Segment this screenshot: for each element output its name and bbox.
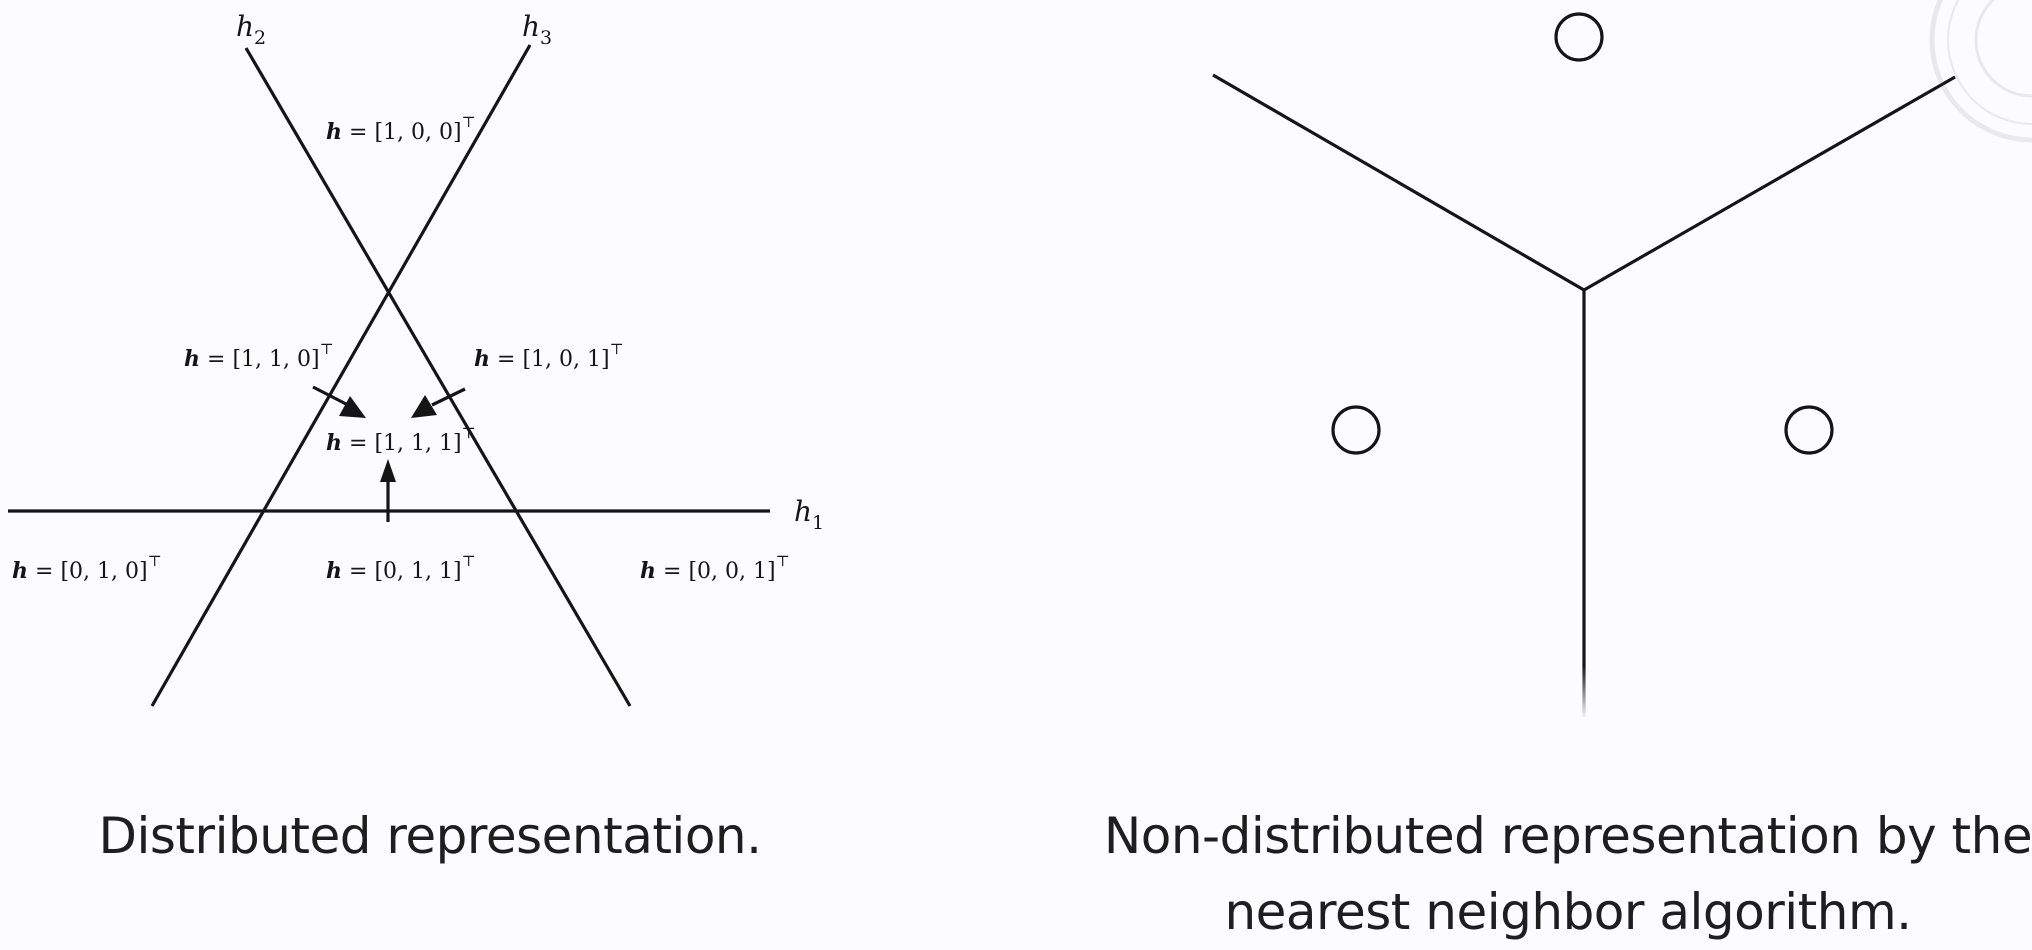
label-h2: h2 — [236, 10, 266, 49]
region-label-001: h = [0, 0, 1]⊤ — [640, 552, 790, 584]
boundary-left — [1212, 73, 1585, 292]
hyperplane-h2 — [244, 47, 632, 707]
region-label-110: h = [1, 1, 0]⊤ — [184, 340, 334, 372]
region-labels: h = [1, 0, 0]⊤ h = [1, 1, 0]⊤ h = [1, 0,… — [12, 113, 790, 584]
label-h3: h3 — [522, 10, 552, 49]
arrow-from-r011 — [380, 459, 396, 522]
prototype-point — [1331, 405, 1381, 455]
nearest-neighbor-diagram — [1212, 12, 1956, 717]
hyperplane-h3 — [150, 44, 532, 707]
prototype-point — [1554, 12, 1604, 62]
boundary-right — [1583, 75, 1956, 292]
region-label-010: h = [0, 1, 0]⊤ — [12, 552, 162, 584]
prototype-point — [1784, 405, 1834, 455]
boundary-vertical — [1582, 289, 1586, 717]
arrow-from-r101 — [411, 387, 466, 418]
region-label-100: h = [1, 0, 0]⊤ — [326, 113, 476, 145]
distributed-representation-diagram: h1 h2 h3 h = [1, 0, 0]⊤ h = [1, 1, 0]⊤ h… — [8, 10, 824, 707]
caption-distributed: Distributed representation. — [98, 807, 762, 865]
caption-nearest-neighbor: Non-distributed representation by the ne… — [1103, 807, 2032, 941]
arrow-from-r110 — [312, 385, 366, 418]
region-label-101: h = [1, 0, 1]⊤ — [474, 340, 624, 372]
region-label-011: h = [0, 1, 1]⊤ — [326, 552, 476, 584]
label-h1: h1 — [794, 495, 824, 534]
region-label-111: h = [1, 1, 1]⊤ — [326, 424, 476, 456]
university-seal-watermark — [1929, 0, 2032, 143]
